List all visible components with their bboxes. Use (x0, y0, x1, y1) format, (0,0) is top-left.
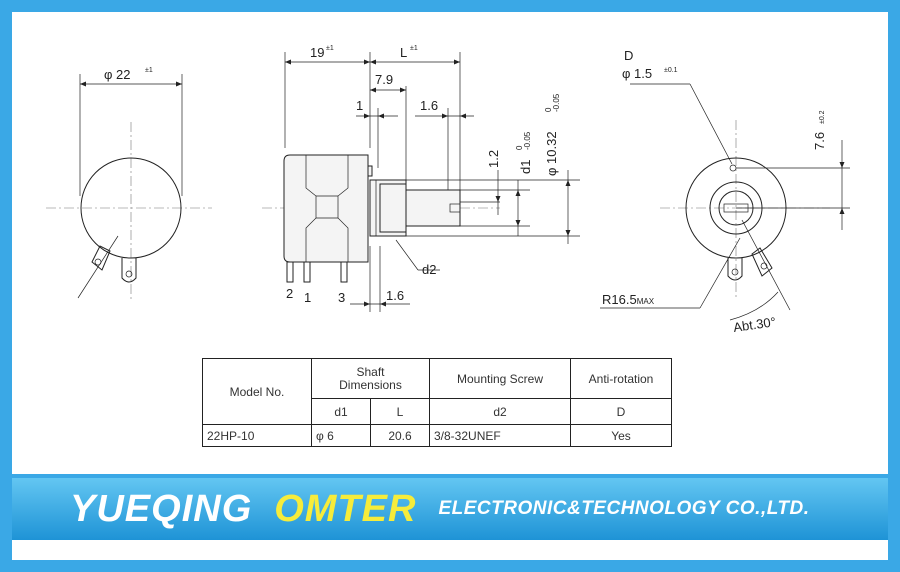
radius-label: R16.5MAX (602, 292, 655, 307)
hole-offset-tolerance: ±0.2 (819, 110, 826, 124)
subheader-D: D (570, 398, 672, 425)
body-length-label: 19 (310, 45, 324, 60)
shaft-length-tolerance: ±1 (410, 45, 418, 52)
radius-suffix: MAX (637, 297, 655, 306)
header-shaft: Shaft Dimensions (311, 358, 430, 399)
brand-omter: OMTER (274, 487, 417, 530)
flat-length-label: 1.6 (420, 98, 438, 113)
row-d1: φ 6 (311, 424, 371, 447)
bushing-length-label: 7.9 (375, 72, 393, 87)
dia-1032-label: φ 10.32 (544, 131, 559, 176)
rear-view (46, 74, 212, 300)
d1-tolerance-upper: 0 (515, 145, 524, 150)
row-model: 22HP-10 (202, 424, 312, 447)
header-model: Model No. (202, 358, 312, 425)
radius-value: R16.5 (602, 292, 637, 307)
thread-gap-label: 1 (356, 98, 363, 113)
body-diameter-tolerance: ±1 (145, 67, 153, 74)
header-anti-rotation: Anti-rotation (570, 358, 672, 399)
subheader-d2: d2 (429, 398, 571, 425)
banner-text: YUEQING OMTER ELECTRONIC&TECHNOLOGY CO.,… (12, 478, 888, 540)
body-length-tolerance: ±1 (326, 45, 334, 52)
spec-table: Model No. Shaft Dimensions Mounting Scre… (202, 358, 672, 447)
flat-height-label: 1.2 (486, 150, 501, 168)
row-L: 20.6 (370, 424, 430, 447)
angle-label: Abt.30° (732, 314, 776, 335)
side-view (262, 52, 580, 312)
subheader-d1: d1 (311, 398, 371, 425)
dia-1032-tolerance-lower: -0.05 (552, 93, 561, 112)
hole-offset-label: 7.6 (812, 132, 827, 150)
hole-diameter-tolerance: ±0.1 (664, 67, 678, 74)
shaft-length-label: L (400, 45, 407, 60)
front-view (600, 83, 850, 321)
body-diameter-label: φ 22 (104, 67, 131, 82)
brand-yueqing: YUEQING (70, 487, 253, 530)
dia-1032-tolerance-upper: 0 (544, 107, 553, 112)
subheader-L: L (370, 398, 430, 425)
pin-2-label: 2 (286, 286, 293, 301)
header-screw: Mounting Screw (429, 358, 571, 399)
bottom-strip (12, 540, 888, 560)
brand-company: ELECTRONIC&TECHNOLOGY CO.,LTD. (438, 498, 810, 519)
pin-1-label: 1 (304, 290, 311, 305)
row-d2: 3/8-32UNEF (429, 424, 571, 447)
hole-diameter-label: φ 1.5 (622, 66, 652, 81)
d1-tolerance-lower: -0.05 (523, 131, 532, 150)
d1-label: d1 (518, 160, 533, 174)
anti-rotation-D-label: D (624, 48, 633, 63)
row-D: Yes (570, 424, 672, 447)
pin-3-label: 3 (338, 290, 345, 305)
d2-label: d2 (422, 262, 436, 277)
pin-length-label: 1.6 (386, 288, 404, 303)
company-banner: YUEQING OMTER ELECTRONIC&TECHNOLOGY CO.,… (12, 478, 888, 540)
